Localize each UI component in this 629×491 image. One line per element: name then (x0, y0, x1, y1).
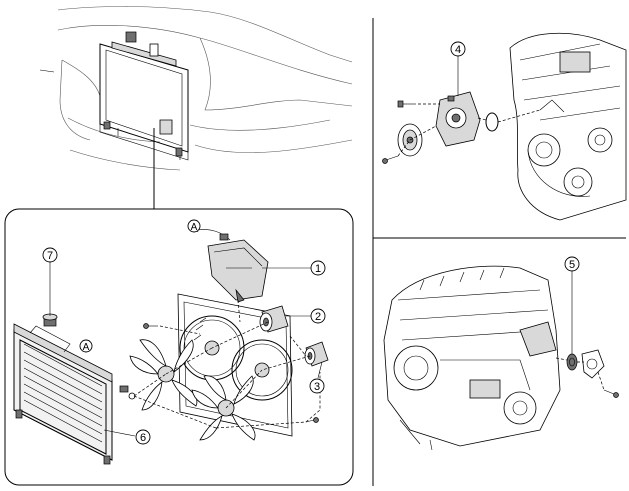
callout-6-label: 6 (140, 432, 146, 444)
thermostat-engine-block (383, 265, 561, 451)
shroud-bolts (143, 323, 319, 423)
water-pump-gasket (485, 112, 499, 132)
assembly-guide-lines (133, 299, 321, 429)
reference-mark-a-connector-label: A (191, 222, 198, 233)
thermostat-guide-lines (555, 270, 605, 391)
vehicle-front-locator (39, 6, 353, 171)
fan-shroud-cover (197, 229, 269, 303)
callout-5-label: 5 (569, 259, 575, 271)
radiator (13, 323, 136, 465)
water-pump (435, 91, 481, 147)
leader-lines-detail (49, 227, 323, 437)
callout-4-label: 4 (455, 44, 461, 56)
callout-4: 4 (450, 41, 466, 57)
water-pump-guide-lines (397, 56, 541, 157)
water-pump-bolts (382, 100, 416, 164)
callout-3: 3 (309, 378, 325, 394)
detail-frame (4, 208, 354, 486)
callout-6: 6 (135, 429, 151, 445)
upper-fan-motor (259, 305, 289, 333)
callout-1-label: 1 (315, 263, 321, 275)
reference-mark-a-radiator: A (79, 339, 93, 353)
thermostat-housing (581, 349, 605, 379)
callout-2-label: 2 (315, 311, 321, 323)
reference-mark-a-radiator-label: A (83, 342, 90, 353)
callout-3-label: 3 (314, 381, 320, 393)
thermostat (566, 353, 578, 371)
water-pump-engine-block (509, 32, 627, 221)
callout-2: 2 (310, 308, 326, 324)
callout-7: 7 (42, 247, 58, 263)
callout-5: 5 (564, 256, 580, 272)
callout-1: 1 (310, 260, 326, 276)
reference-mark-a-connector: A (187, 219, 201, 233)
lower-fan-motor (304, 341, 329, 367)
thermostat-bolt (603, 389, 619, 398)
callout-7-label: 7 (47, 250, 53, 262)
upper-fan-blade (129, 339, 198, 411)
